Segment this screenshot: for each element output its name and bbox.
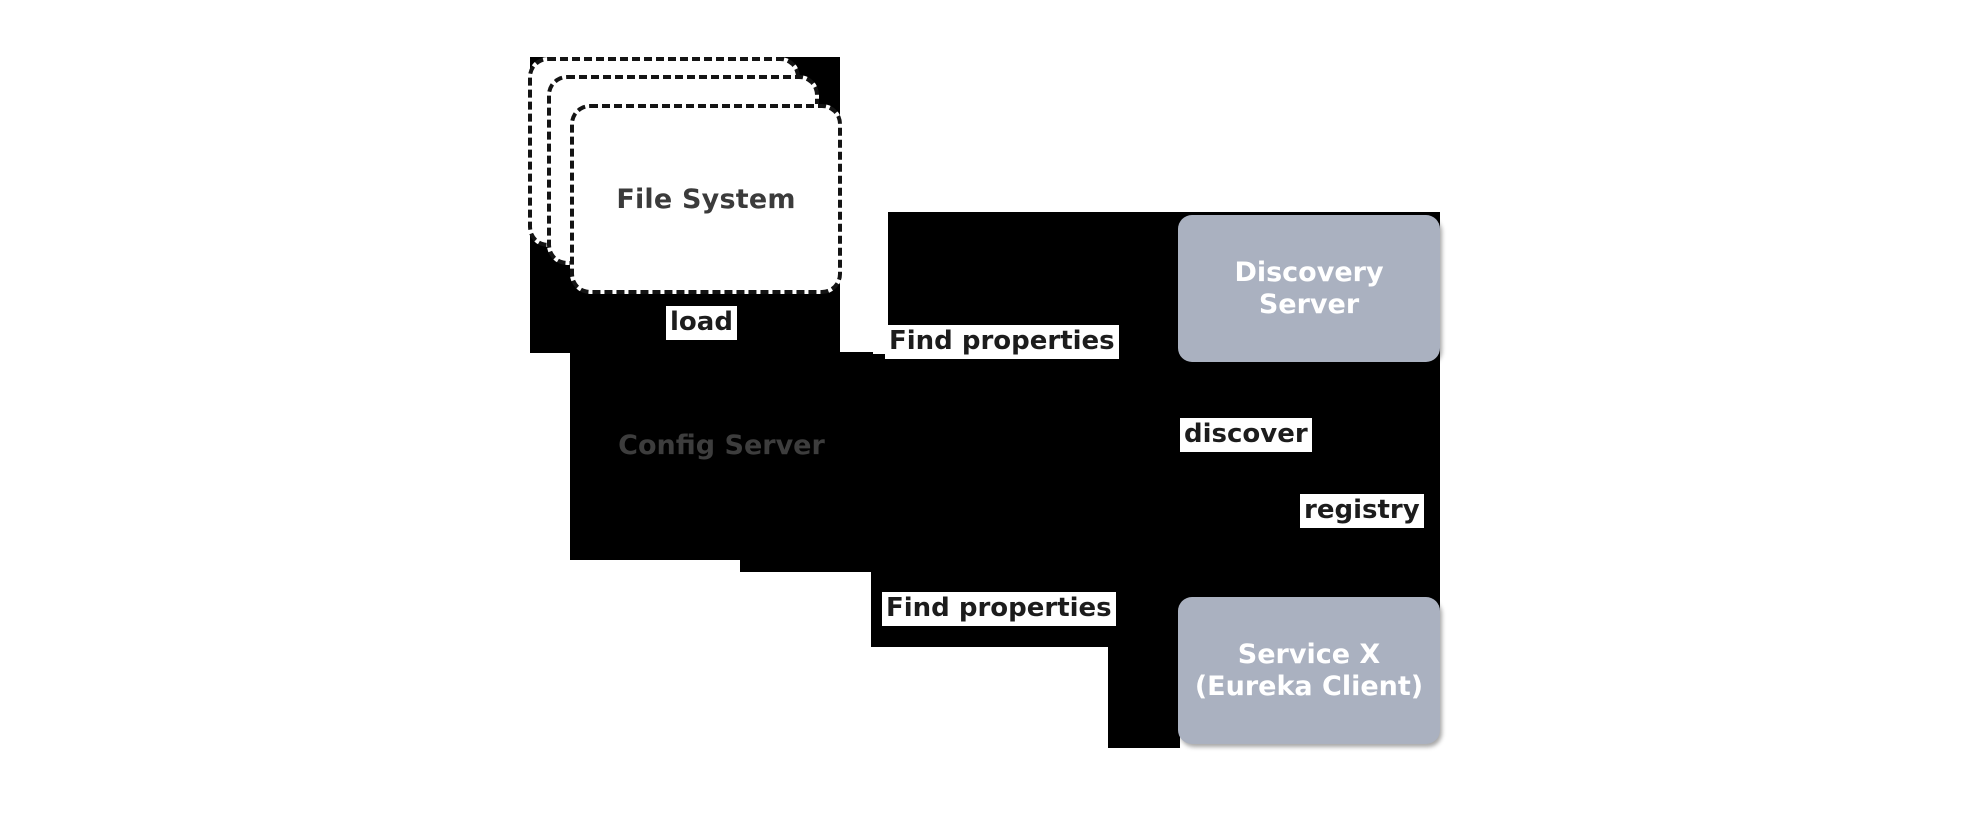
edge-label-find-properties-top: Find properties: [885, 325, 1119, 359]
edge-label-discover: discover: [1180, 418, 1312, 452]
connector-block-servicex-stub: [1108, 572, 1180, 711]
file-system-label: File System: [616, 183, 796, 215]
service-x-label-line1: Service X: [1237, 638, 1381, 670]
negative-space-mid-upper: [840, 212, 888, 354]
edge-label-registry: registry: [1300, 494, 1424, 528]
edge-label-find-properties-bottom: Find properties: [882, 592, 1116, 626]
service-x-label-line2: (Eureka Client): [1194, 670, 1424, 702]
file-system-card-front[interactable]: [570, 104, 842, 294]
negative-space-lower-left: [570, 560, 740, 620]
edge-label-load: load: [666, 306, 737, 340]
negative-space-lower-mid: [737, 572, 871, 642]
discovery-server-label-line2: Server: [1258, 288, 1360, 320]
config-server-label: Config Server: [618, 430, 825, 461]
discovery-server-label-line1: Discovery: [1234, 256, 1384, 288]
service-x-node[interactable]: Service X (Eureka Client): [1178, 597, 1440, 744]
config-server-box[interactable]: [570, 352, 873, 560]
negative-space-left-lower: [530, 353, 570, 563]
discovery-server-node[interactable]: Discovery Server: [1178, 215, 1440, 362]
